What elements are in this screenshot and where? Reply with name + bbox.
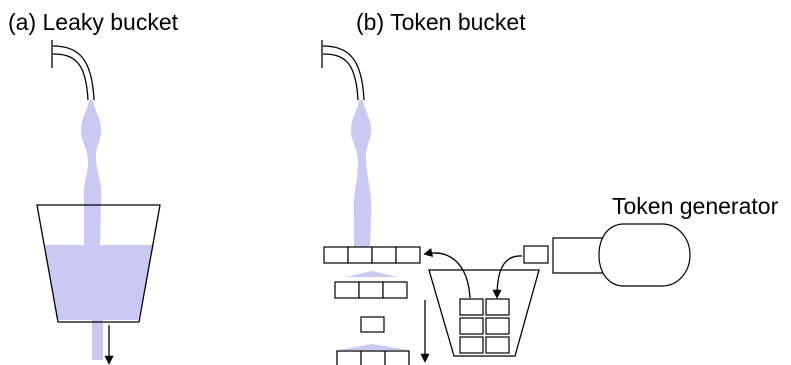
- water-stream-a: [80, 100, 102, 245]
- token: [485, 336, 510, 354]
- token: [485, 317, 510, 335]
- water-stream-b: [350, 100, 372, 247]
- token-release-arrow: [423, 248, 471, 299]
- token: [459, 317, 484, 335]
- token: [485, 298, 510, 316]
- packet: [395, 246, 421, 264]
- water-sliver: [338, 344, 408, 350]
- tokens-in-bucket: [459, 298, 510, 354]
- packet-queue-row-2: [334, 281, 408, 299]
- packet: [382, 281, 408, 299]
- panel-a-title: (a) Leaky bucket: [8, 9, 179, 35]
- panel-b-title: (b) Token bucket: [356, 9, 526, 35]
- token-emitted: [523, 245, 549, 264]
- packet: [358, 281, 384, 299]
- packet-queue-row-1: [323, 246, 421, 264]
- water-sliver: [345, 271, 398, 277]
- bucket-water-a: [44, 245, 154, 320]
- token: [459, 336, 484, 354]
- token-bucket: [428, 269, 540, 357]
- token-bucket-panel: [321, 40, 691, 365]
- faucet-b: [321, 40, 365, 101]
- packet: [334, 281, 360, 299]
- outflow-stream-a: [92, 320, 103, 360]
- packet-single: [360, 316, 385, 333]
- generator-housing: [598, 223, 691, 287]
- faucet-a: [51, 40, 95, 101]
- leaky-bucket: [36, 204, 161, 323]
- token-generator-label: Token generator: [612, 193, 779, 219]
- packet: [371, 246, 397, 264]
- packet-queue-row-3: [336, 350, 410, 365]
- token-insert-arrow: [492, 255, 523, 299]
- token-generator: [552, 223, 691, 287]
- packet: [347, 246, 373, 264]
- leaky-bucket-panel: [36, 40, 161, 365]
- packet: [323, 246, 349, 264]
- token: [459, 298, 484, 316]
